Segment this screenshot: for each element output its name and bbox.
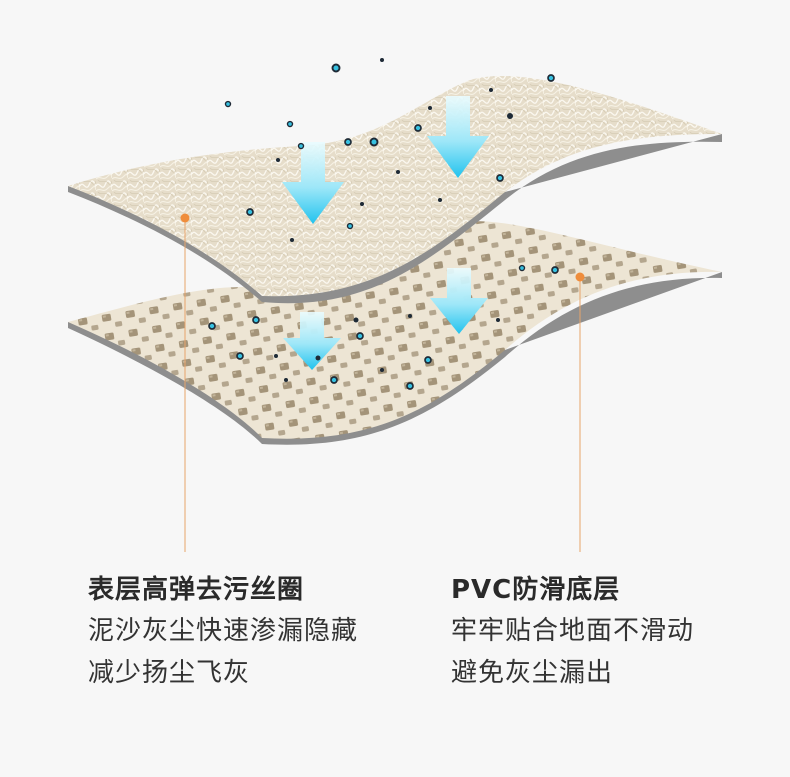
dust-particle-icon (428, 106, 432, 110)
callout-pvc-line-2: 避免灰尘漏出 (451, 658, 614, 688)
callout-pvc-title: PVC防滑底层 (451, 575, 621, 605)
dust-particle-icon (369, 137, 379, 147)
callout-coil: 表层高弹去污丝圈 泥沙灰尘快速渗漏隐藏 减少扬尘飞灰 (88, 570, 358, 694)
dust-particle-icon (224, 100, 232, 108)
dust-particle-icon (414, 124, 422, 132)
dust-particle-icon (551, 266, 559, 274)
leader-dot-icon (575, 272, 585, 282)
coil-layer-surface (68, 76, 722, 297)
dust-particle-icon (297, 142, 305, 150)
callout-coil-title: 表层高弹去污丝圈 (88, 575, 305, 605)
dust-particle-icon (496, 174, 504, 182)
dust-particle-icon (356, 332, 364, 340)
coil-layer (68, 76, 722, 304)
dust-particle-icon (246, 208, 254, 216)
dust-particle-icon (236, 352, 244, 360)
dust-particle-icon (284, 378, 288, 382)
dust-particle-icon (438, 198, 442, 202)
arrow-down-icon (427, 96, 489, 178)
dust-particle-icon (518, 264, 526, 272)
dust-particle-icon (408, 314, 412, 318)
callout-pvc-line-1: 牢牢贴合地面不滑动 (451, 616, 695, 646)
mat-layers-illustration (68, 58, 722, 552)
pvc-layer (68, 221, 722, 445)
callout-coil-line-2: 减少扬尘飞灰 (88, 658, 251, 688)
callout-coil-line-1: 泥沙灰尘快速渗漏隐藏 (88, 616, 359, 646)
dust-particle-icon (252, 316, 260, 324)
dust-particle-icon (330, 376, 338, 384)
dust-particle-icon (208, 322, 216, 330)
dust-particle-icon (380, 58, 384, 62)
dust-particle-icon (346, 222, 354, 230)
dust-particle-icon (547, 74, 555, 82)
dust-particle-icon (290, 238, 294, 242)
dust-particle-icon (315, 355, 321, 361)
dust-particle-icon (276, 158, 280, 162)
dust-particle-icon (274, 354, 278, 358)
leader-dot-icon (180, 213, 190, 223)
dust-particle-icon (496, 318, 500, 322)
dust-particles (208, 58, 559, 390)
dust-particle-icon (406, 382, 414, 390)
pvc-layer-surface (68, 221, 722, 439)
callout-pvc: PVC防滑底层 牢牢贴合地面不滑动 避免灰尘漏出 (451, 570, 694, 694)
arrow-down-icon (283, 312, 341, 370)
dust-particle-icon (353, 317, 359, 323)
dust-particle-icon (360, 202, 364, 206)
dust-particle-icon (507, 113, 513, 119)
dust-particle-icon (344, 138, 352, 146)
dust-particle-icon (380, 368, 384, 372)
dust-particle-icon (286, 120, 294, 128)
arrow-down-icon (282, 142, 344, 224)
dust-particle-icon (396, 170, 400, 174)
dust-particle-icon (489, 88, 493, 92)
arrow-down-icon (430, 268, 488, 334)
dust-particle-icon (424, 356, 432, 364)
dust-particle-icon (331, 63, 341, 73)
